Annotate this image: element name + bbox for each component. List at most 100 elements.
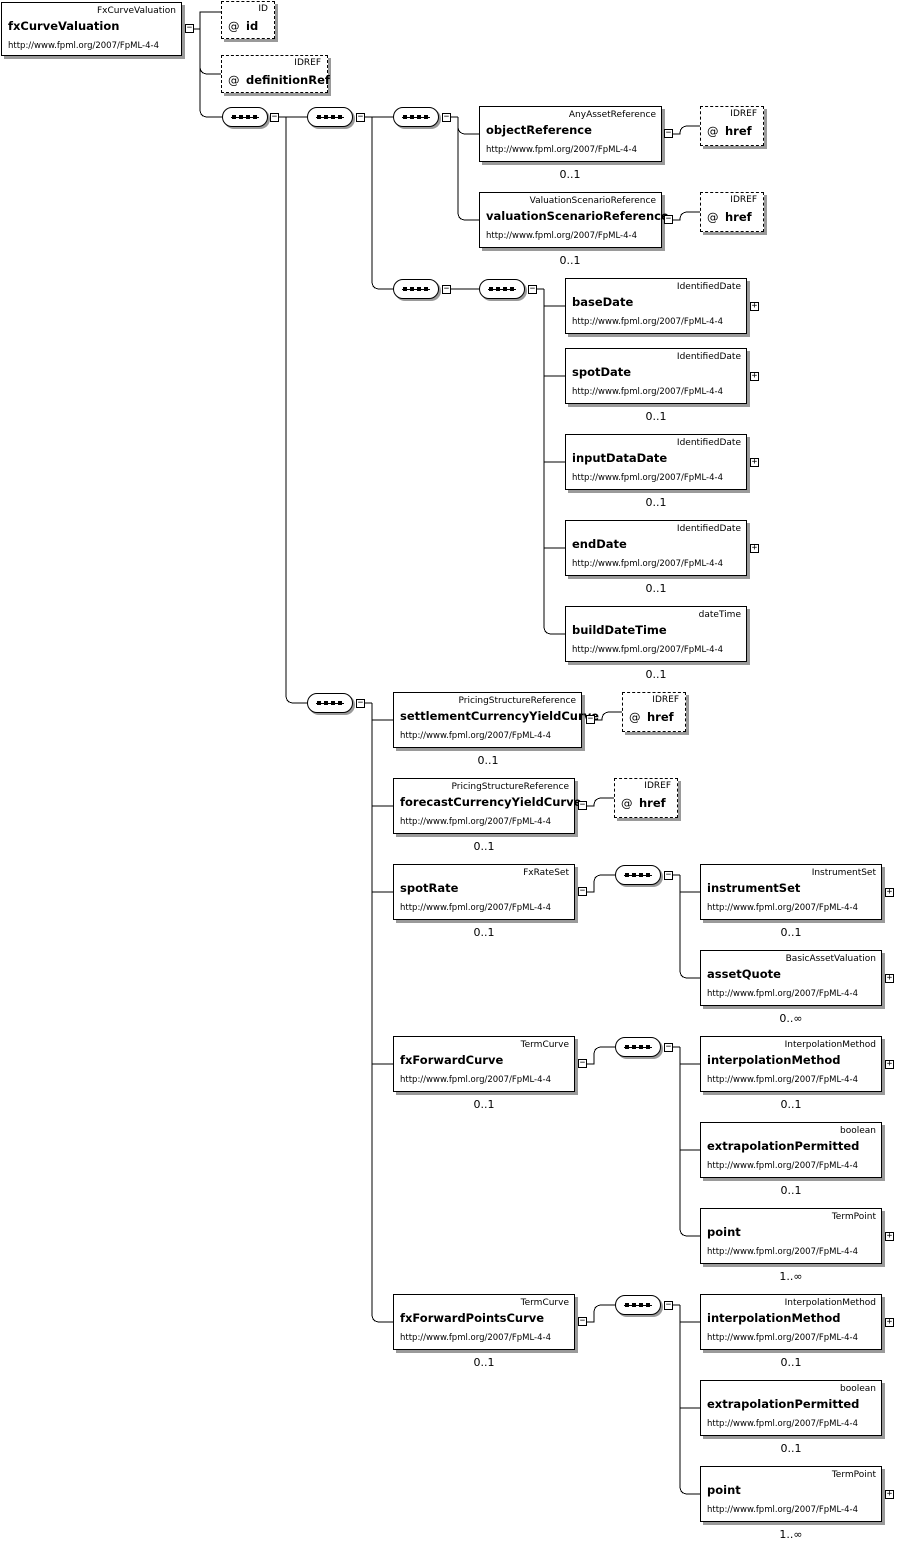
- connector-line: [199, 29, 221, 75]
- element-type: dateTime: [698, 610, 741, 620]
- at-sign-icon: @: [228, 73, 240, 87]
- connector-line: [199, 29, 222, 118]
- attribute-name: href: [725, 124, 752, 138]
- sequence-compositor-fxForwardCurve[interactable]: [615, 1037, 661, 1057]
- sequence-compositor-references[interactable]: [393, 107, 439, 127]
- element-name: spotRate: [400, 881, 459, 895]
- collapse-toggle-icon[interactable]: −: [578, 1058, 587, 1068]
- element-spotDate[interactable]: IdentifiedDate spotDate http://www.fpml.…: [565, 348, 747, 404]
- collapse-toggle-icon[interactable]: −: [356, 698, 365, 708]
- expand-toggle-icon[interactable]: +: [750, 457, 759, 467]
- collapse-toggle-icon[interactable]: −: [664, 214, 673, 224]
- element-name: fxForwardCurve: [400, 1053, 504, 1067]
- element-buildDateTime[interactable]: dateTime buildDateTime http://www.fpml.o…: [565, 606, 747, 662]
- attribute-type: IDREF: [644, 781, 671, 791]
- element-settlementCurrencyYieldCurve[interactable]: PricingStructureReference settlementCurr…: [393, 692, 599, 748]
- attribute-name: definitionRef: [246, 73, 330, 87]
- collapse-toggle-icon[interactable]: −: [578, 1316, 587, 1326]
- sequence-compositor-curves[interactable]: [307, 693, 353, 713]
- element-fxForwardCurve[interactable]: TermCurve fxForwardCurve http://www.fpml…: [393, 1036, 575, 1092]
- sequence-compositor-dates-outer[interactable]: [393, 279, 439, 299]
- element-point[interactable]: TermPoint point http://www.fpml.org/2007…: [700, 1466, 882, 1522]
- element-assetQuote[interactable]: BasicAssetValuation assetQuote http://ww…: [700, 950, 882, 1006]
- element-name: fxForwardPointsCurve: [400, 1311, 545, 1325]
- expand-toggle-icon[interactable]: +: [885, 973, 894, 983]
- element-baseDate[interactable]: IdentifiedDate baseDate http://www.fpml.…: [565, 278, 747, 334]
- connector-line: [285, 117, 307, 704]
- collapse-toggle-icon[interactable]: −: [586, 714, 595, 724]
- cardinality-label: 0..1: [473, 1098, 495, 1111]
- expand-toggle-icon[interactable]: +: [750, 371, 759, 381]
- attribute-href[interactable]: IDREF @ href: [700, 106, 764, 146]
- attribute-name: href: [725, 210, 752, 224]
- attribute-href[interactable]: IDREF @ href: [622, 692, 686, 732]
- element-type: BasicAssetValuation: [785, 954, 876, 964]
- cardinality-label: 0..1: [645, 496, 667, 509]
- collapse-toggle-icon[interactable]: −: [664, 128, 673, 138]
- element-forecastCurrencyYieldCurve[interactable]: PricingStructureReference forecastCurren…: [393, 778, 581, 834]
- element-type: TermCurve: [520, 1040, 569, 1050]
- connector-line: [587, 1046, 615, 1065]
- collapse-toggle-icon[interactable]: −: [442, 112, 451, 122]
- element-namespace: http://www.fpml.org/2007/FpML-4-4: [400, 1075, 552, 1085]
- element-name: interpolationMethod: [707, 1311, 841, 1325]
- element-name: extrapolationPermitted: [707, 1139, 860, 1153]
- expand-toggle-icon[interactable]: +: [885, 1489, 894, 1499]
- sequence-compositor-header[interactable]: [307, 107, 353, 127]
- element-namespace: http://www.fpml.org/2007/FpML-4-4: [486, 145, 638, 155]
- element-namespace: http://www.fpml.org/2007/FpML-4-4: [707, 1075, 859, 1085]
- root-element-fxCurveValuation[interactable]: FxCurveValuation fxCurveValuation http:/…: [1, 2, 182, 56]
- collapse-toggle-icon[interactable]: −: [578, 886, 587, 896]
- sequence-compositor-fxForwardPointsCurve[interactable]: [615, 1295, 661, 1315]
- expand-toggle-icon[interactable]: +: [750, 301, 759, 311]
- expand-toggle-icon[interactable]: +: [750, 543, 759, 553]
- attribute-id[interactable]: ID @ id: [221, 1, 275, 39]
- collapse-toggle-icon[interactable]: −: [578, 800, 587, 810]
- element-objectReference[interactable]: AnyAssetReference objectReference http:/…: [479, 106, 662, 162]
- element-inputDataDate[interactable]: IdentifiedDate inputDataDate http://www.…: [565, 434, 747, 490]
- element-valuationScenarioReference[interactable]: ValuationScenarioReference valuationScen…: [479, 192, 669, 248]
- element-extrapolationPermitted[interactable]: boolean extrapolationPermitted http://ww…: [700, 1122, 882, 1178]
- element-type: InterpolationMethod: [784, 1298, 876, 1308]
- cardinality-label: 0..1: [559, 254, 581, 267]
- attribute-definitionRef[interactable]: IDREF @ definitionRef: [221, 55, 330, 93]
- at-sign-icon: @: [228, 19, 240, 33]
- element-type: IdentifiedDate: [676, 524, 741, 534]
- element-name: instrumentSet: [707, 881, 801, 895]
- cardinality-label: 0..1: [645, 582, 667, 595]
- at-sign-icon: @: [707, 210, 719, 224]
- collapse-toggle-icon[interactable]: −: [356, 112, 365, 122]
- sequence-compositor-spotRate[interactable]: [615, 865, 661, 885]
- collapse-toggle-icon[interactable]: −: [185, 23, 194, 33]
- element-endDate[interactable]: IdentifiedDate endDate http://www.fpml.o…: [565, 520, 747, 576]
- element-spotRate[interactable]: FxRateSet spotRate http://www.fpml.org/2…: [393, 864, 575, 920]
- sequence-compositor-dates-inner[interactable]: [479, 279, 525, 299]
- element-name: point: [707, 1483, 741, 1497]
- element-interpolationMethod[interactable]: InterpolationMethod interpolationMethod …: [700, 1036, 882, 1092]
- attribute-href[interactable]: IDREF @ href: [700, 192, 764, 232]
- expand-toggle-icon[interactable]: +: [885, 1231, 894, 1241]
- element-instrumentSet[interactable]: InstrumentSet instrumentSet http://www.f…: [700, 864, 882, 920]
- collapse-toggle-icon[interactable]: −: [664, 1042, 673, 1052]
- element-point[interactable]: TermPoint point http://www.fpml.org/2007…: [700, 1208, 882, 1264]
- attribute-href[interactable]: IDREF @ href: [614, 778, 678, 818]
- connector-line: [679, 875, 700, 979]
- element-fxForwardPointsCurve[interactable]: TermCurve fxForwardPointsCurve http://ww…: [393, 1294, 575, 1350]
- element-type: InterpolationMethod: [784, 1040, 876, 1050]
- expand-toggle-icon[interactable]: +: [885, 1317, 894, 1327]
- element-extrapolationPermitted[interactable]: boolean extrapolationPermitted http://ww…: [700, 1380, 882, 1436]
- collapse-toggle-icon[interactable]: −: [664, 1300, 673, 1310]
- collapse-toggle-icon[interactable]: −: [664, 870, 673, 880]
- expand-toggle-icon[interactable]: +: [885, 887, 894, 897]
- collapse-toggle-icon[interactable]: −: [528, 284, 537, 294]
- expand-toggle-icon[interactable]: +: [885, 1059, 894, 1069]
- element-interpolationMethod[interactable]: InterpolationMethod interpolationMethod …: [700, 1294, 882, 1350]
- element-namespace: http://www.fpml.org/2007/FpML-4-4: [572, 317, 724, 327]
- collapse-toggle-icon[interactable]: −: [442, 284, 451, 294]
- collapse-toggle-icon[interactable]: −: [270, 112, 279, 122]
- cardinality-label: 0..1: [780, 1442, 802, 1455]
- cardinality-label: 0..1: [473, 840, 495, 853]
- sequence-compositor-main[interactable]: [222, 107, 268, 127]
- element-type: TermPoint: [831, 1470, 876, 1480]
- element-name: inputDataDate: [572, 451, 668, 465]
